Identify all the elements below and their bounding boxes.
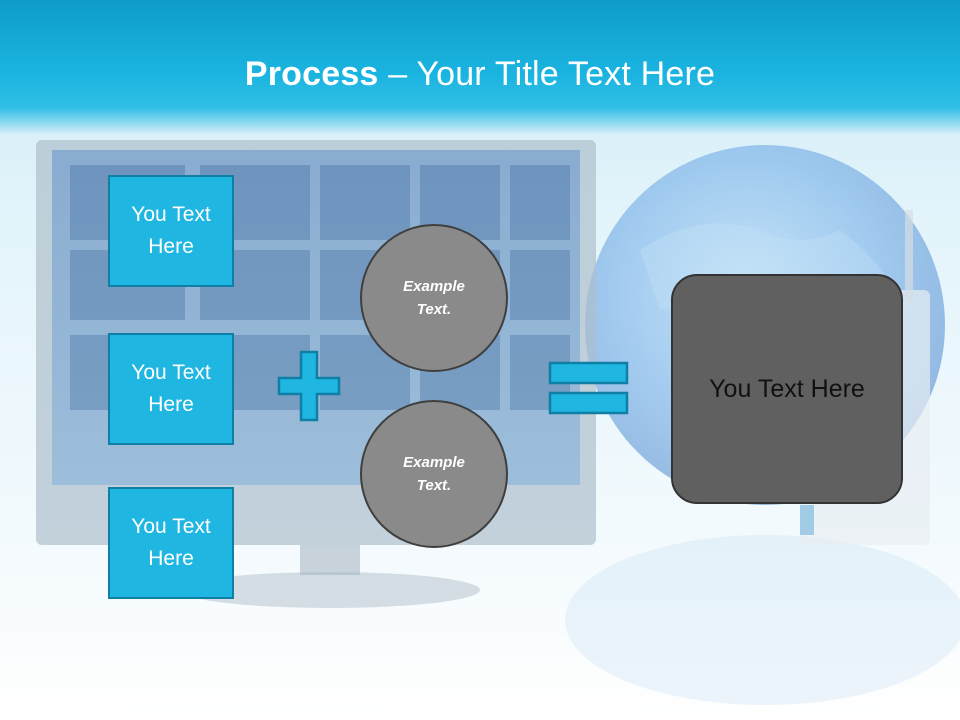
equals-icon (548, 361, 629, 415)
input-box-2: You Text Here (108, 333, 234, 445)
example-circle-1: Example Text. (360, 224, 508, 372)
title-bar (0, 0, 960, 135)
input-box-label: You Text Here (131, 361, 211, 416)
title-rest: – Your Title Text Here (378, 55, 716, 93)
input-box-1: You Text Here (108, 175, 234, 287)
circle-label: Example Text. (403, 278, 465, 318)
plus-icon (277, 350, 341, 422)
result-label: You Text Here (709, 374, 865, 403)
input-box-label: You Text Here (131, 203, 211, 258)
slide-title: Process – Your Title Text Here (0, 52, 960, 96)
result-box: You Text Here (671, 274, 903, 504)
input-box-label: You Text Here (131, 515, 211, 570)
input-box-3: You Text Here (108, 487, 234, 599)
example-circle-2: Example Text. (360, 400, 508, 548)
circle-label: Example Text. (403, 454, 465, 494)
title-bold: Process (244, 55, 379, 93)
